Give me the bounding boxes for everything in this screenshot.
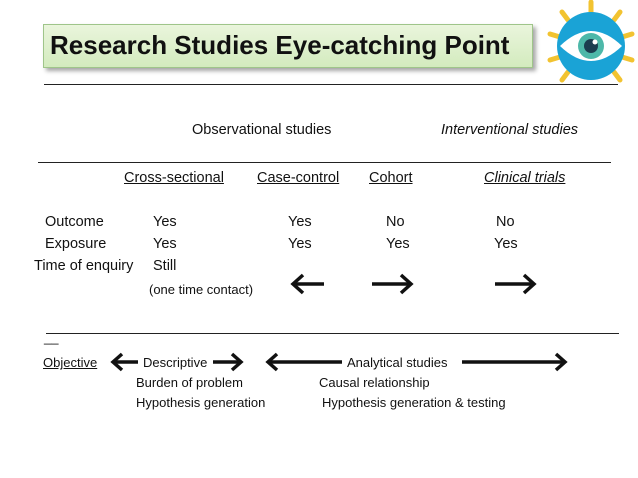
cell-exposure-cross-sectional: Yes (153, 236, 177, 252)
interventional-heading: Interventional studies (441, 122, 579, 138)
descriptive-item: Hypothesis generation (136, 395, 266, 410)
column-case-control: Case-control (257, 170, 340, 186)
column-cohort: Cohort (369, 170, 413, 186)
title-banner (43, 24, 533, 68)
cell-time-cross-sectional: Still (153, 258, 177, 274)
arrow-right-icon (495, 273, 537, 295)
descriptive-item: Burden of problem (136, 375, 243, 390)
analytical-item: Hypothesis generation & testing (322, 395, 506, 410)
arrow-left-icon (290, 273, 324, 295)
cell-exposure-clinical-trials: Yes (494, 236, 518, 252)
analytical-item: Causal relationship (319, 375, 430, 390)
arrow-left-icon (110, 352, 138, 372)
analytical-label: Analytical studies (347, 355, 448, 370)
arrow-right-icon (372, 273, 414, 295)
column-cross-sectional: Cross-sectional (124, 170, 224, 186)
observational-heading: Observational studies (192, 122, 332, 138)
stray-mark: __ (44, 330, 59, 345)
arrow-right-icon (462, 352, 568, 372)
cell-exposure-case-control: Yes (288, 236, 312, 252)
cell-outcome-cohort: No (386, 214, 405, 230)
divider-header (38, 162, 611, 163)
arrow-left-icon (265, 352, 342, 372)
cell-outcome-cross-sectional: Yes (153, 214, 177, 230)
one-time-contact-note: (one time contact) (149, 282, 254, 297)
row-label-outcome: Outcome (45, 214, 104, 230)
page-title: Research Studies Eye-catching Point (50, 30, 510, 60)
column-clinical-trials: Clinical trials (484, 170, 566, 186)
row-label-time-of-enquiry: Time of enquiry (34, 258, 134, 274)
row-label-exposure: Exposure (45, 236, 107, 252)
cell-outcome-clinical-trials: No (496, 214, 515, 230)
cell-exposure-cohort: Yes (386, 236, 410, 252)
eye-icon (547, 0, 635, 83)
objective-label: Objective (43, 355, 98, 370)
divider-objective (46, 333, 619, 334)
descriptive-label: Descriptive (143, 355, 208, 370)
cell-outcome-case-control: Yes (288, 214, 312, 230)
arrow-right-icon (213, 352, 244, 372)
divider-top (44, 84, 618, 85)
